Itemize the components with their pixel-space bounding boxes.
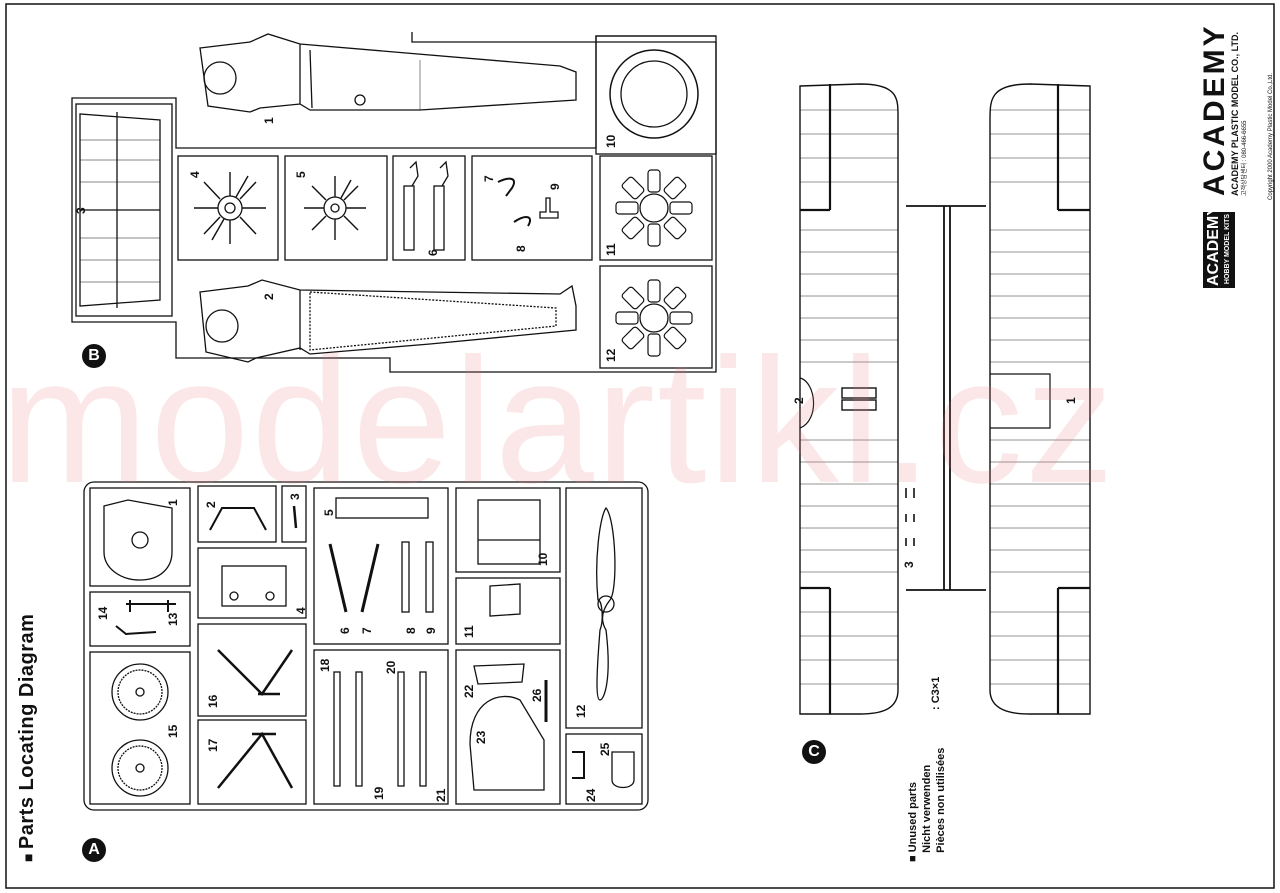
part-label: 11 — [462, 625, 476, 638]
part-label: 3 — [288, 493, 302, 500]
part-label: 7 — [360, 627, 374, 634]
part-label: 14 — [96, 606, 110, 620]
part-label: 23 — [474, 730, 488, 744]
part-label: 2 — [204, 501, 218, 508]
part-label: 5 — [294, 171, 308, 178]
part-label: 3 — [902, 561, 916, 568]
part-label: 4 — [188, 171, 202, 178]
part-label: 3 — [74, 207, 88, 214]
brand-block: ACADEMY ACADEMY PLASTIC MODEL CO., LTD. … — [1198, 23, 1249, 197]
unused-line-1: Unused parts — [907, 782, 919, 853]
part-label: 15 — [166, 724, 180, 738]
part-label: 20 — [384, 660, 398, 674]
guns-6 — [403, 160, 449, 251]
part-label: 18 — [318, 658, 332, 672]
part-label: 8 — [404, 627, 418, 634]
engine-11 — [615, 169, 693, 247]
copyright: Copyright 2000 Academy Plastic Model Co.… — [1268, 72, 1274, 200]
brand-address: 고객상담센터 : 080-466-6655 — [1242, 120, 1248, 197]
part-label: 6 — [426, 249, 440, 256]
part-label: 22 — [462, 684, 476, 698]
part-label: 2 — [262, 293, 276, 300]
part-label: 10 — [604, 134, 618, 148]
academy-badge: ACADEMY HOBBY MODEL KITS — [1205, 205, 1233, 286]
unused-line-3: Pièces non utilisées — [935, 747, 947, 853]
part-label: 13 — [166, 612, 180, 626]
part-label: 1 — [166, 499, 180, 506]
part-label: 21 — [434, 788, 448, 802]
engine-12 — [615, 279, 693, 357]
part-label: 6 — [338, 627, 352, 634]
part-label: 1 — [262, 117, 276, 124]
badge-logo: ACADEMY — [1205, 205, 1222, 286]
part-label: 17 — [206, 738, 220, 752]
part-label: 11 — [604, 243, 618, 256]
part-label: 8 — [514, 245, 528, 252]
unused-item: : C3×1 — [930, 676, 942, 710]
part-label: 24 — [584, 788, 598, 802]
part-label: 4 — [294, 607, 308, 614]
part-label: 26 — [530, 688, 544, 702]
part-label: 7 — [482, 175, 496, 182]
brand-company: ACADEMY PLASTIC MODEL CO., LTD. — [1230, 31, 1240, 196]
unused-parts-note: ■ Unused parts Nicht verwenden Pièces no… — [907, 747, 947, 862]
badge-sub: HOBBY MODEL KITS — [1224, 213, 1231, 285]
sprue-c — [799, 83, 1091, 715]
unused-line-2: Nicht verwenden — [921, 764, 933, 853]
sprue-b — [71, 32, 717, 373]
sprue-b-badge: B — [82, 344, 106, 368]
part-label: 2 — [792, 397, 806, 404]
part-label: 5 — [322, 509, 336, 516]
academy-badge-box — [1203, 212, 1235, 288]
brand-logo: ACADEMY — [1198, 23, 1231, 196]
watermark: modelartikl.cz — [0, 321, 1117, 520]
engine-front-5 — [304, 176, 366, 240]
page-title-block: ■ Parts Locating Diagram — [16, 613, 38, 862]
part-label: 9 — [548, 183, 562, 190]
page-title: Parts Locating Diagram — [16, 613, 38, 850]
part-label: 9 — [424, 627, 438, 634]
part-label: 1 — [1064, 397, 1078, 404]
sprue-a — [83, 481, 649, 811]
part-label: 16 — [206, 694, 220, 708]
page-border — [5, 3, 1275, 889]
sprue-c-badge: C — [802, 740, 826, 764]
part-label: 10 — [536, 552, 550, 566]
part-label: 19 — [372, 786, 386, 800]
part-label: 12 — [604, 348, 618, 362]
part-label: 12 — [574, 704, 588, 718]
engine-front-4 — [194, 172, 266, 244]
part-label: 25 — [598, 742, 612, 756]
sprue-a-badge: A — [82, 838, 106, 862]
